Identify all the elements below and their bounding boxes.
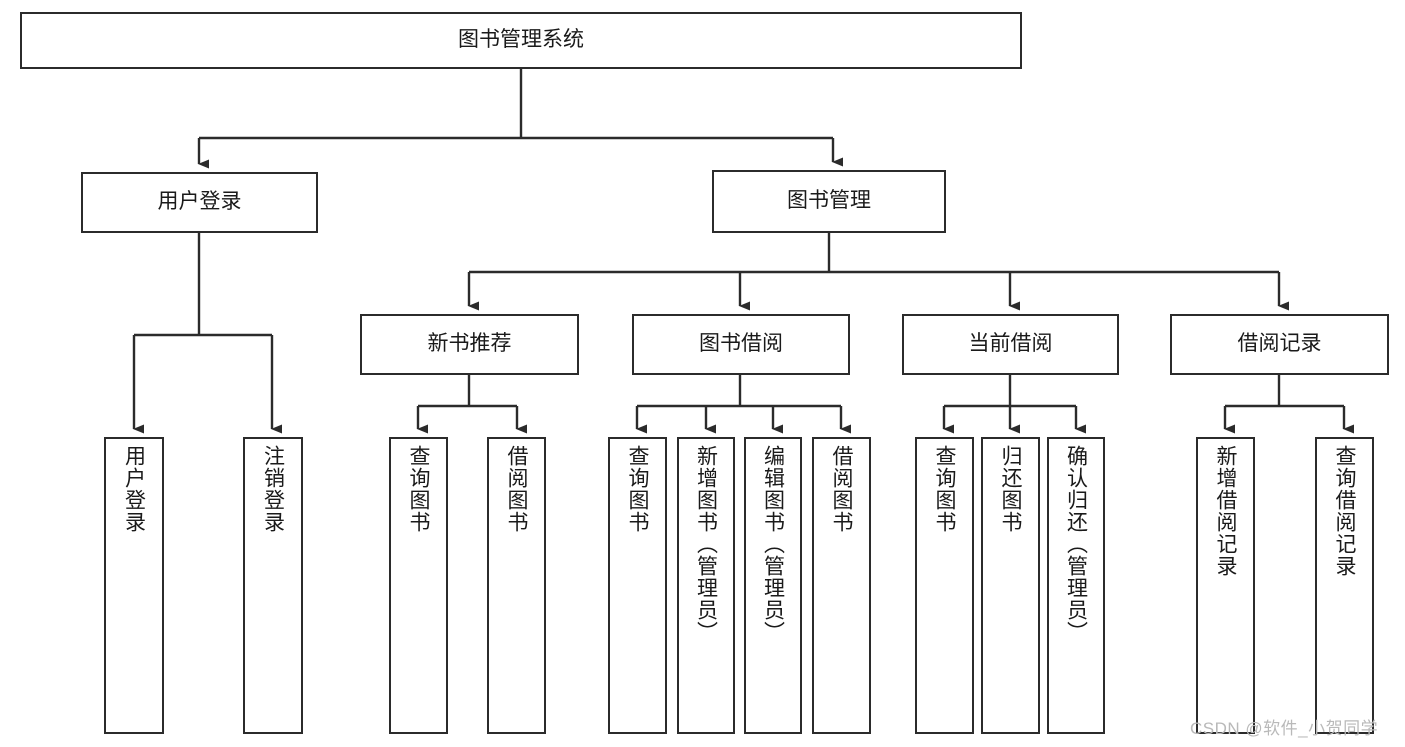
node-leaf-borrow-book-label: 借阅图书 bbox=[830, 445, 853, 533]
node-leaf-logout[interactable]: 注销登录 bbox=[243, 437, 303, 734]
node-book-borrow-label: 图书借阅 bbox=[699, 332, 783, 356]
node-user-login[interactable]: 用户登录 bbox=[81, 172, 318, 233]
node-root[interactable]: 图书管理系统 bbox=[20, 12, 1022, 69]
node-leaf-logout-label: 注销登录 bbox=[261, 445, 285, 533]
node-user-login-label: 用户登录 bbox=[157, 190, 242, 214]
node-book-borrow[interactable]: 图书借阅 bbox=[632, 314, 850, 375]
node-leaf-edit-book-admin-label: 编辑图书（管理员） bbox=[761, 445, 785, 643]
node-leaf-return-book[interactable]: 归还图书 bbox=[981, 437, 1040, 734]
node-leaf-user-login-label: 用户登录 bbox=[122, 445, 146, 533]
node-borrow-record[interactable]: 借阅记录 bbox=[1170, 314, 1389, 375]
node-new-book-recommend[interactable]: 新书推荐 bbox=[360, 314, 579, 375]
node-current-borrow[interactable]: 当前借阅 bbox=[902, 314, 1119, 375]
node-new-book-recommend-label: 新书推荐 bbox=[427, 332, 512, 356]
node-leaf-borrow-book-rec-label: 借阅图书 bbox=[505, 445, 528, 533]
node-leaf-return-book-label: 归还图书 bbox=[999, 445, 1022, 533]
node-leaf-query-book-borrow[interactable]: 查询图书 bbox=[608, 437, 667, 734]
node-leaf-borrow-book[interactable]: 借阅图书 bbox=[812, 437, 871, 734]
node-book-manage[interactable]: 图书管理 bbox=[712, 170, 946, 233]
node-leaf-confirm-return-admin[interactable]: 确认归还（管理员） bbox=[1047, 437, 1105, 734]
node-leaf-add-book-admin[interactable]: 新增图书（管理员） bbox=[677, 437, 735, 734]
node-leaf-confirm-return-admin-label: 确认归还（管理员） bbox=[1064, 445, 1088, 643]
node-book-manage-label: 图书管理 bbox=[787, 189, 871, 213]
csdn-watermark: CSDN @软件_小贺同学 bbox=[1190, 719, 1379, 738]
node-root-label: 图书管理系统 bbox=[458, 28, 584, 52]
node-leaf-query-borrow-record[interactable]: 查询借阅记录 bbox=[1315, 437, 1374, 734]
node-leaf-edit-book-admin[interactable]: 编辑图书（管理员） bbox=[744, 437, 802, 734]
node-leaf-query-book-current-label: 查询图书 bbox=[933, 445, 956, 533]
node-leaf-add-borrow-record[interactable]: 新增借阅记录 bbox=[1196, 437, 1255, 734]
node-borrow-record-label: 借阅记录 bbox=[1237, 332, 1322, 356]
node-leaf-query-book-rec[interactable]: 查询图书 bbox=[389, 437, 448, 734]
node-leaf-borrow-book-rec[interactable]: 借阅图书 bbox=[487, 437, 546, 734]
node-leaf-query-book-rec-label: 查询图书 bbox=[407, 445, 430, 533]
node-leaf-query-book-current[interactable]: 查询图书 bbox=[915, 437, 974, 734]
node-current-borrow-label: 当前借阅 bbox=[968, 332, 1053, 356]
node-leaf-query-book-borrow-label: 查询图书 bbox=[626, 445, 649, 533]
node-leaf-add-book-admin-label: 新增图书（管理员） bbox=[694, 445, 718, 643]
node-leaf-user-login[interactable]: 用户登录 bbox=[104, 437, 164, 734]
node-leaf-add-borrow-record-label: 新增借阅记录 bbox=[1214, 445, 1237, 577]
node-leaf-query-borrow-record-label: 查询借阅记录 bbox=[1333, 445, 1356, 577]
